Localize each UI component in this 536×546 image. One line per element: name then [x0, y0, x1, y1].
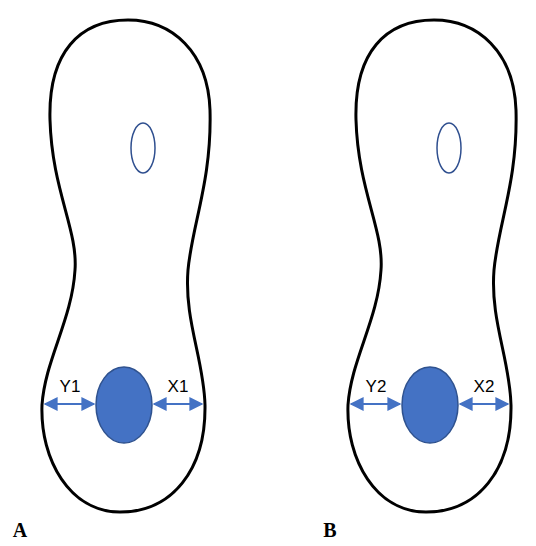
- small-ellipse: [131, 123, 155, 173]
- dimension-arrow: [45, 403, 94, 405]
- dimension-arrow: [154, 403, 202, 405]
- panel-letter: B: [323, 520, 336, 540]
- foot-outline: [348, 20, 516, 512]
- dimension-arrow: [351, 403, 400, 405]
- small-ellipse: [437, 123, 461, 173]
- foot-outline: [42, 20, 210, 512]
- filled-ellipse: [96, 367, 152, 443]
- dimension-label: X2: [474, 378, 495, 395]
- dimension-arrow: [460, 403, 508, 405]
- foot-a: [42, 20, 210, 512]
- filled-ellipse: [402, 367, 458, 443]
- dimension-label: X1: [168, 378, 189, 395]
- dimension-label: Y2: [366, 378, 387, 395]
- dimension-label: Y1: [60, 378, 81, 395]
- foot-b: [348, 20, 516, 512]
- panel-letter: A: [13, 520, 27, 540]
